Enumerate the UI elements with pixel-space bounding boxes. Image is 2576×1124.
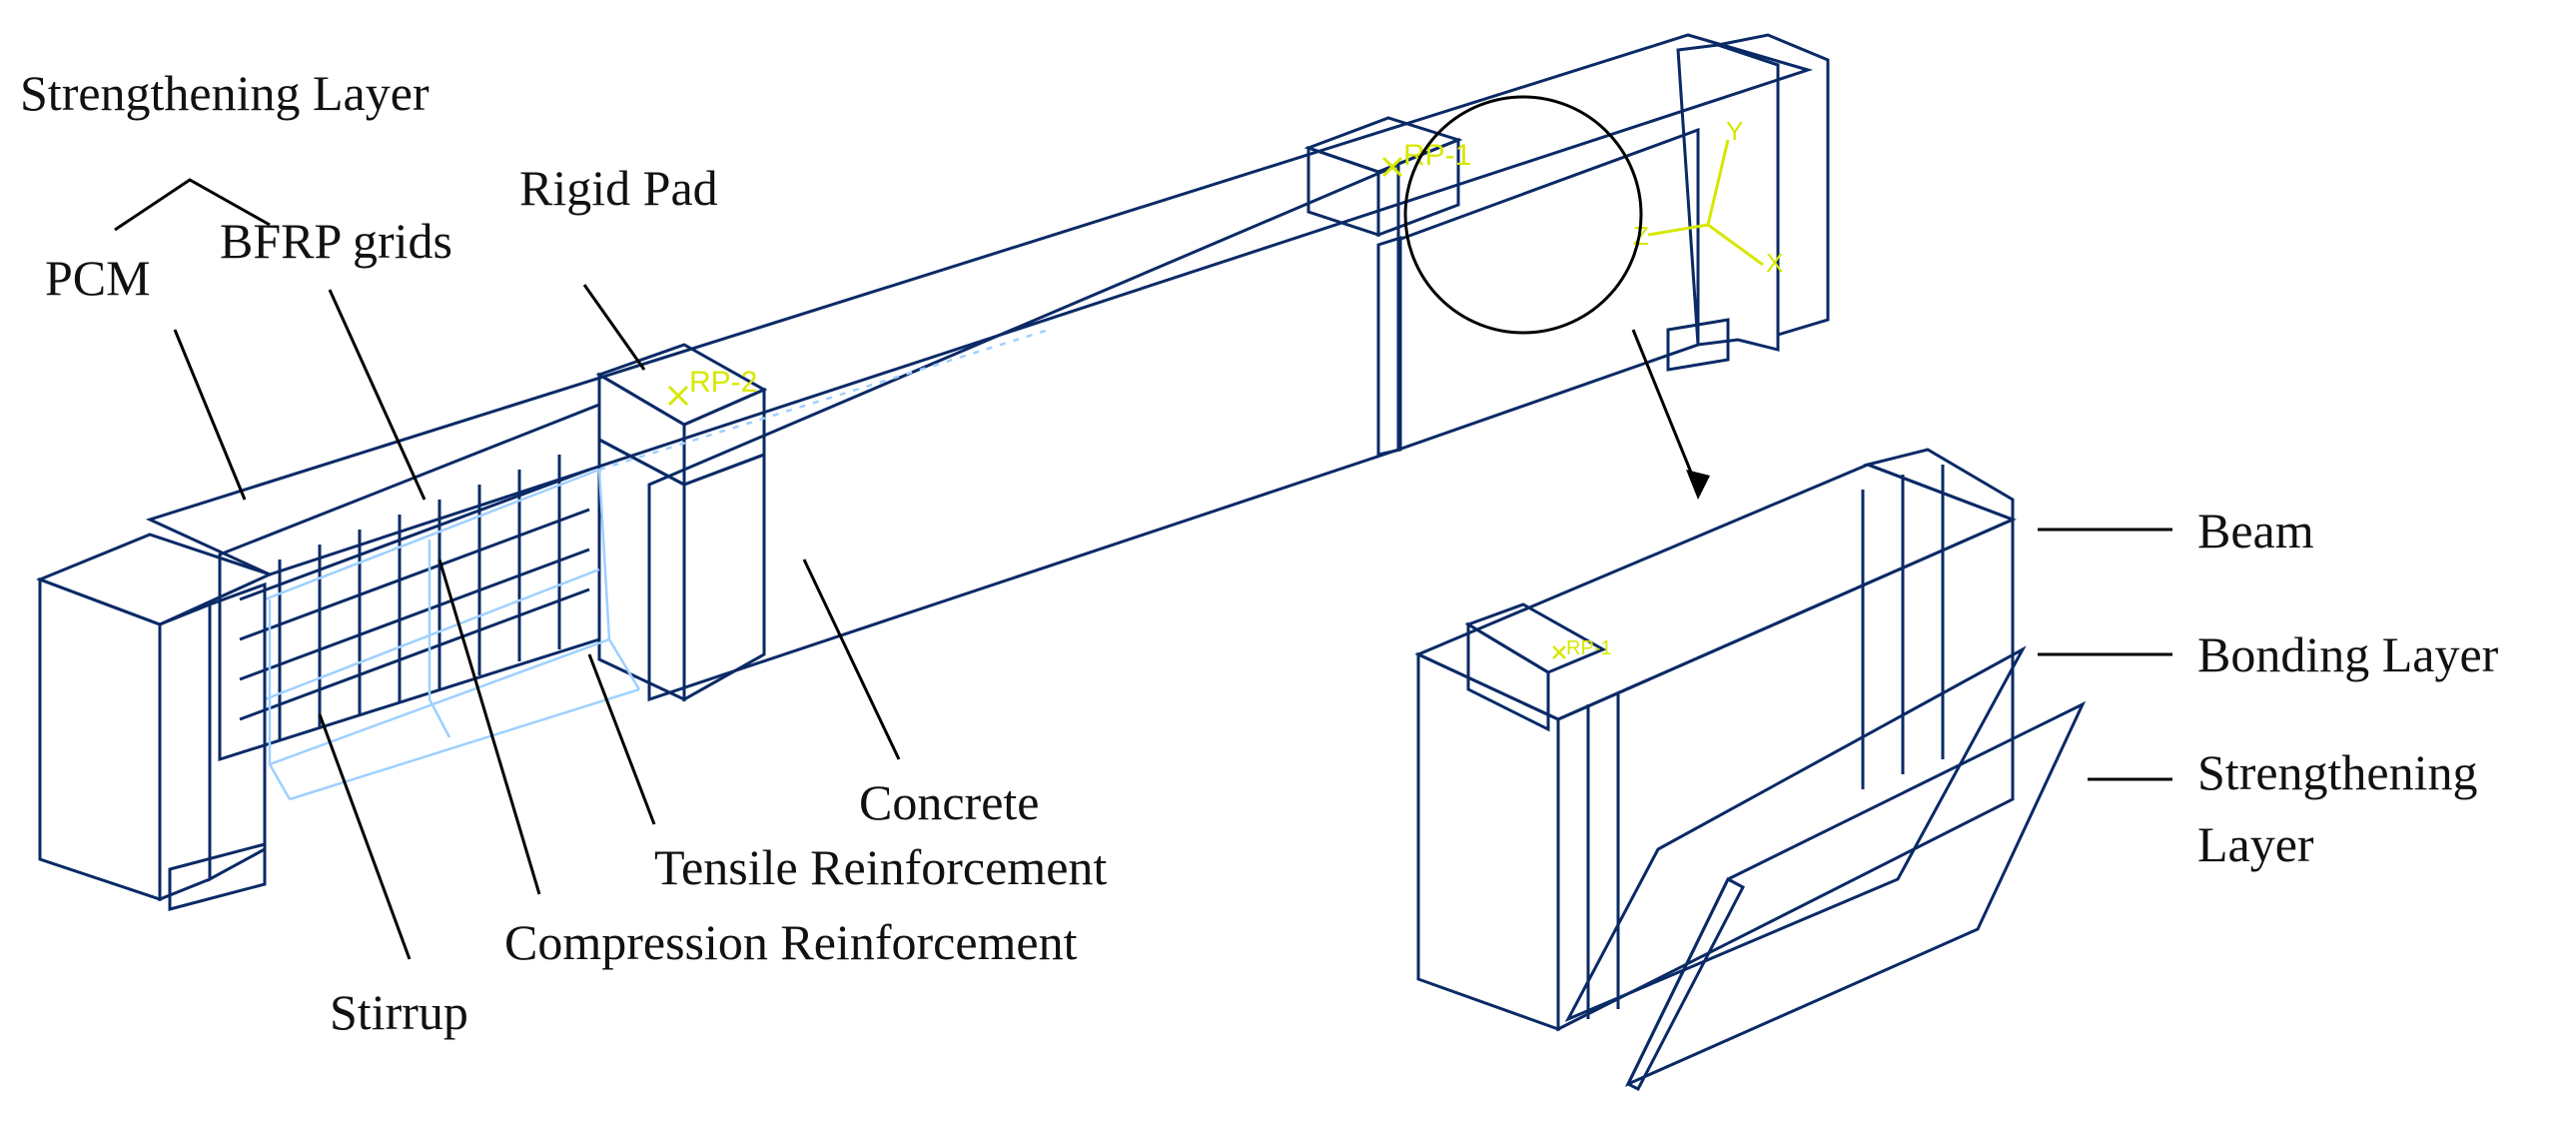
label-bonding-layer: Bonding Layer	[2197, 626, 2499, 682]
left-end-block-front	[38, 576, 162, 902]
rp-1-label: RP-1	[1403, 139, 1471, 172]
detail-beam-front	[1416, 651, 1560, 1032]
label-bfrp-grids: BFRP grids	[220, 213, 452, 269]
rigid-pad-1-side	[1376, 137, 1460, 238]
detail-strengthening-layer-edge	[1626, 876, 1746, 1092]
detail-end-plates	[1862, 448, 2015, 523]
left-end-block-plate-1	[158, 601, 212, 902]
rp-2-label: RP-2	[689, 366, 757, 399]
axis-y-label: Y	[1726, 116, 1743, 146]
pad-2-plate	[682, 452, 766, 702]
label-strengthening-layer: Strengthening Layer	[20, 65, 429, 121]
cutaway-back-layer	[218, 402, 601, 762]
detail-bonding-layer	[1564, 645, 2027, 1023]
label-pcm: PCM	[45, 250, 151, 306]
label-strengthening-layer-detail-line1: Strengthening	[2197, 744, 2478, 800]
bonding-layer-strip	[1376, 235, 1402, 457]
beam-right-support	[1666, 318, 1730, 372]
beam-top-face	[145, 33, 1814, 576]
label-rigid-pad: Rigid Pad	[519, 160, 718, 216]
label-beam: Beam	[2197, 503, 2314, 559]
axis-x-label: X	[1766, 248, 1783, 278]
detail-exploded-view: RP-1	[1414, 329, 2087, 1092]
strengthening-layer-right	[1396, 127, 1700, 453]
reinforcement-wireframe	[264, 328, 1050, 801]
rp-2-marker: RP-2	[667, 366, 757, 407]
label-tensile-reinforcement: Tensile Reinforcement	[654, 839, 1107, 895]
detail-rp-1-marker: RP-1	[1552, 637, 1612, 659]
label-strengthening-layer-detail-line2: Layer	[2197, 816, 2314, 872]
detail-rp-1-label: RP-1	[1566, 637, 1612, 659]
detail-beam-side	[1556, 517, 2015, 1032]
detail-strengthening-layer	[1624, 700, 2087, 1088]
detail-plate-lines	[1586, 465, 1945, 1019]
zoom-circle	[1403, 95, 1643, 335]
rigid-pad-2-front	[597, 372, 686, 488]
main-beam-model: RP-1 RP-2 Y Z X	[35, 33, 1830, 911]
left-end-block-plate-2	[208, 581, 267, 882]
label-compression-reinforcement: Compression Reinforcement	[504, 914, 1078, 970]
left-bottom-support	[168, 842, 267, 911]
label-stirrup: Stirrup	[330, 984, 468, 1040]
label-concrete: Concrete	[859, 774, 1039, 830]
pad-2-plate-front	[597, 437, 686, 702]
beam-right-end-plate-1	[1676, 43, 1780, 352]
detail-arrow-head	[1686, 470, 1710, 500]
coordinate-axes: Y Z X	[1633, 116, 1783, 278]
leader-lines	[114, 178, 2172, 960]
rigid-pad-1-front	[1306, 145, 1380, 238]
text-labels: Strengthening Layer PCM BFRP grids Rigid…	[20, 65, 2499, 1040]
beam-right-end-plate-2	[1712, 33, 1830, 338]
detail-beam-top	[1414, 463, 2017, 721]
detail-rigid-pad-front	[1466, 621, 1550, 732]
